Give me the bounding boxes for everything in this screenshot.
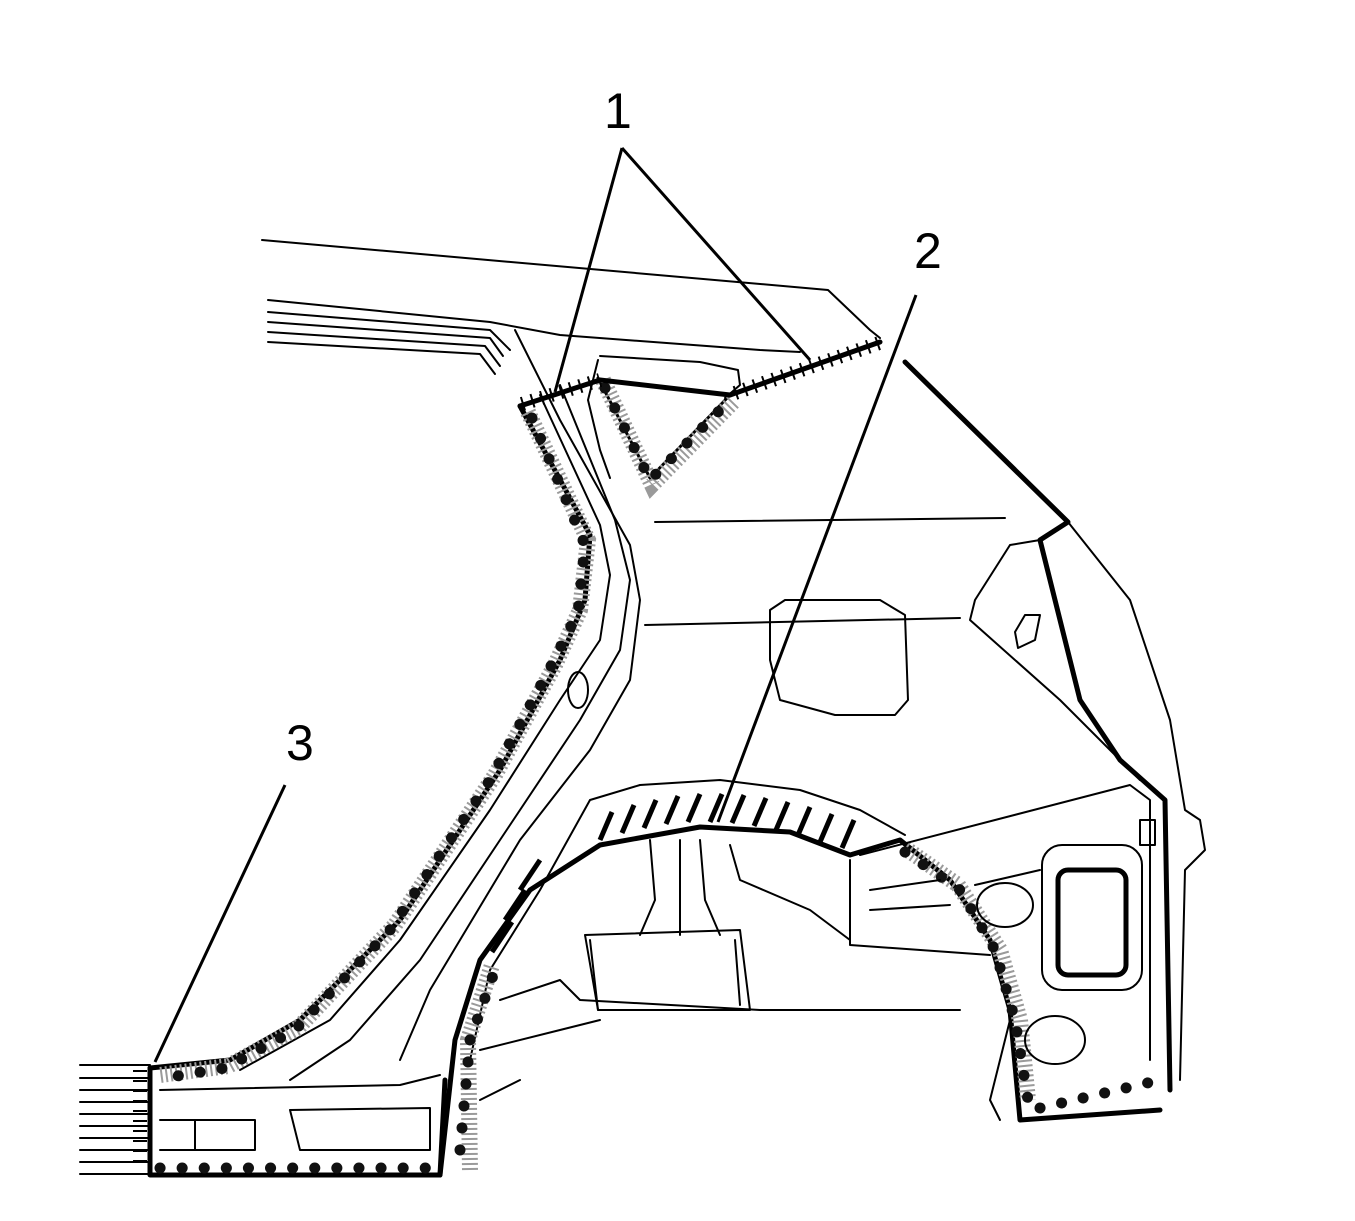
- callout-leaders: [153, 147, 918, 1063]
- inner-structure: [479, 784, 1151, 1101]
- leader-2: [716, 294, 918, 823]
- roof-lines: [261, 239, 881, 375]
- fuel-door: [644, 517, 1041, 716]
- callout-label-1: 1: [604, 83, 632, 139]
- rocker-sill: [79, 1064, 448, 1178]
- wheelhouse-arch: [437, 779, 1166, 1178]
- rear-outer-edge: [902, 359, 1206, 1093]
- rear-lamp-pocket: [974, 819, 1156, 1065]
- leader-1b: [620, 147, 812, 361]
- leader-3: [153, 784, 287, 1063]
- weld-hash-line: [517, 335, 885, 411]
- callout-label-3: 3: [286, 715, 314, 771]
- quarter-window: [587, 355, 741, 499]
- inner-wheelhouse-band: [489, 793, 857, 954]
- door-opening-pillar: [147, 329, 641, 1084]
- callout-label-2: 2: [914, 223, 942, 279]
- leader-1a: [553, 147, 624, 393]
